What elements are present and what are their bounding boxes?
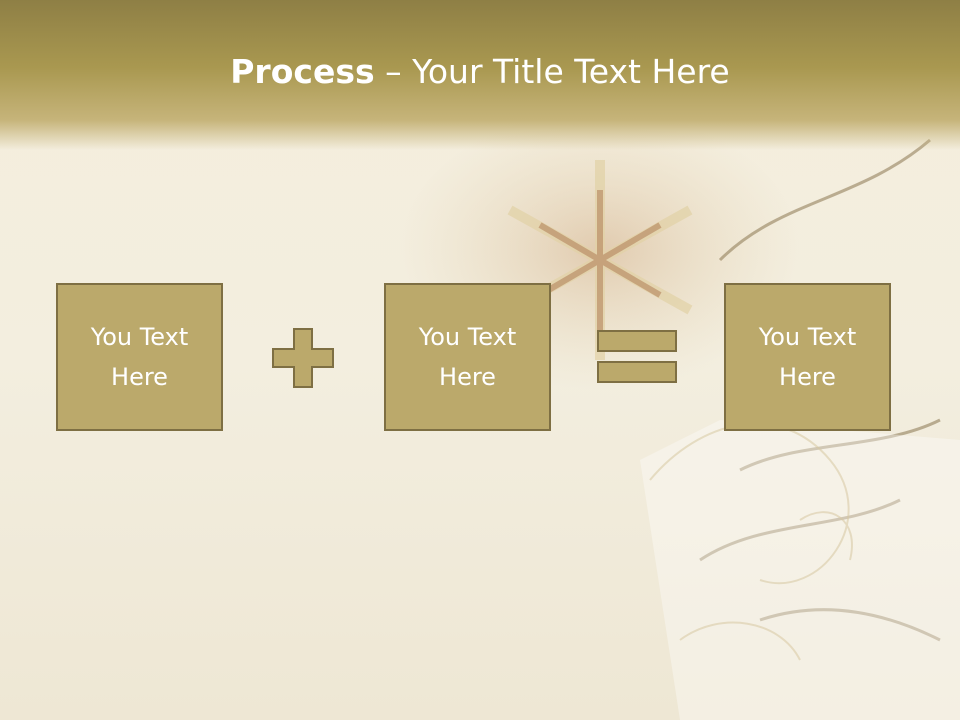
title-bold-text: Process <box>230 52 375 91</box>
slide-title[interactable]: Process – Your Title Text Here <box>0 52 960 91</box>
plus-icon <box>272 328 334 388</box>
equals-icon <box>597 330 677 383</box>
process-box-1-label: You Text Here <box>90 323 189 391</box>
process-box-3-label: You Text Here <box>758 323 857 391</box>
process-box-2[interactable]: You Text Here <box>384 283 551 431</box>
title-rest-text: – Your Title Text Here <box>374 52 730 91</box>
process-box-3[interactable]: You Text Here <box>724 283 891 431</box>
process-box-1[interactable]: You Text Here <box>56 283 223 431</box>
title-bar <box>0 0 960 150</box>
process-box-2-label: You Text Here <box>418 323 517 391</box>
